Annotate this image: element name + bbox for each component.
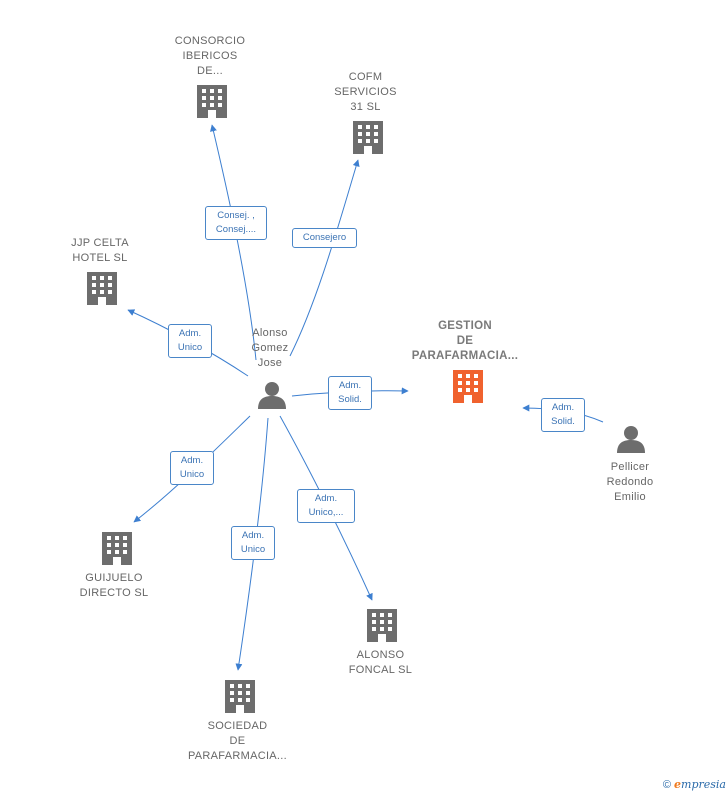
building-icon[interactable] — [87, 272, 117, 305]
edge-line-cofm — [289, 159, 360, 357]
node-label-sociedad[interactable]: SOCIEDAD DE PARAFARMACIA... — [187, 720, 288, 762]
building-icon[interactable] — [197, 85, 227, 118]
edge-label-alonso-foncal[interactable]: Adm. Unico,... — [297, 489, 355, 523]
brand-footer: © empresia — [663, 778, 726, 791]
node-label-gestion[interactable]: GESTION DE PARAFARMACIA... — [411, 320, 519, 362]
building-icon[interactable] — [102, 532, 132, 565]
node-label-alonso-foncal[interactable]: ALONSO FONCAL SL — [348, 649, 413, 676]
focus-building-icon[interactable] — [453, 370, 483, 403]
person-icon[interactable] — [617, 426, 645, 453]
edge-line-consorcio — [210, 124, 257, 361]
building-icon[interactable] — [225, 680, 255, 713]
edge-label-consorcio[interactable]: Consej. , Consej.... — [205, 206, 267, 240]
node-label-pellicer[interactable]: Pellicer Redondo Emilio — [606, 461, 654, 503]
building-icon[interactable] — [367, 609, 397, 642]
edge-label-gestion[interactable]: Adm. Solid. — [328, 376, 372, 410]
node-label-jjp-celta[interactable]: JJP CELTA HOTEL SL — [71, 237, 129, 264]
edge-label-jjp-celta[interactable]: Adm. Unico — [168, 324, 212, 358]
person-icon[interactable] — [258, 382, 286, 409]
brand-logo-text: mpresia — [681, 778, 726, 791]
node-label-alonso-gomez[interactable]: Alonso Gomez Jose — [251, 327, 289, 369]
building-icon[interactable] — [353, 121, 383, 154]
edge-label-guijuelo[interactable]: Adm. Unico — [170, 451, 214, 485]
edge-label-cofm[interactable]: Consejero — [292, 228, 357, 248]
node-label-consorcio[interactable]: CONSORCIO IBERICOS DE... — [174, 35, 246, 77]
brand-logo-e: e — [674, 778, 682, 791]
edge-label-sociedad[interactable]: Adm. Unico — [231, 526, 275, 560]
edge-label-pellicer[interactable]: Adm. Solid. — [541, 398, 585, 432]
copyright-icon: © — [662, 779, 671, 791]
node-label-guijuelo[interactable]: GUIJUELO DIRECTO SL — [79, 572, 149, 599]
node-label-cofm[interactable]: COFM SERVICIOS 31 SL — [334, 71, 397, 113]
